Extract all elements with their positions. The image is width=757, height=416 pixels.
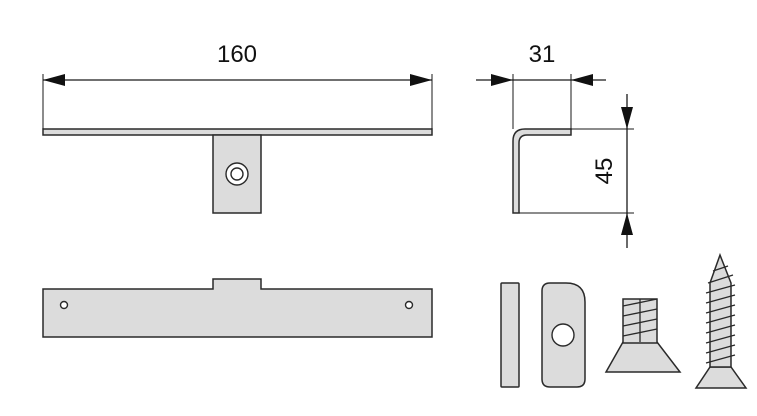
l-profile	[512, 128, 572, 214]
short-screw	[604, 298, 682, 373]
arrow-depth-right	[571, 74, 593, 86]
strip-hole-right	[404, 300, 414, 310]
dimension-length: 160	[42, 41, 433, 129]
dimension-height-label: 45	[591, 158, 618, 185]
arrow-right	[410, 74, 432, 86]
tab-hole-inner	[230, 167, 244, 181]
long-screw-head	[694, 366, 748, 389]
accessories	[500, 252, 748, 389]
arrow-height-bottom	[621, 213, 633, 235]
side-view-profile	[512, 128, 572, 214]
arrow-depth-left	[491, 74, 513, 86]
dimension-depth: 31	[476, 41, 606, 129]
front-view-strip	[42, 278, 433, 338]
long-screw-shank	[709, 252, 732, 368]
arrow-height-top	[621, 107, 633, 129]
top-plate	[42, 128, 433, 136]
top-view-bracket	[42, 128, 433, 214]
long-screw	[694, 252, 748, 389]
arrow-left	[43, 74, 65, 86]
dimension-height: 45	[519, 94, 634, 248]
dimension-length-label: 160	[217, 41, 257, 68]
strip-body	[42, 278, 433, 338]
strip-hole-left	[59, 300, 69, 310]
dimension-depth-label: 31	[529, 41, 556, 68]
clamp-hole	[551, 323, 575, 347]
short-screw-head	[604, 341, 682, 373]
spacer-side-view	[500, 282, 520, 388]
